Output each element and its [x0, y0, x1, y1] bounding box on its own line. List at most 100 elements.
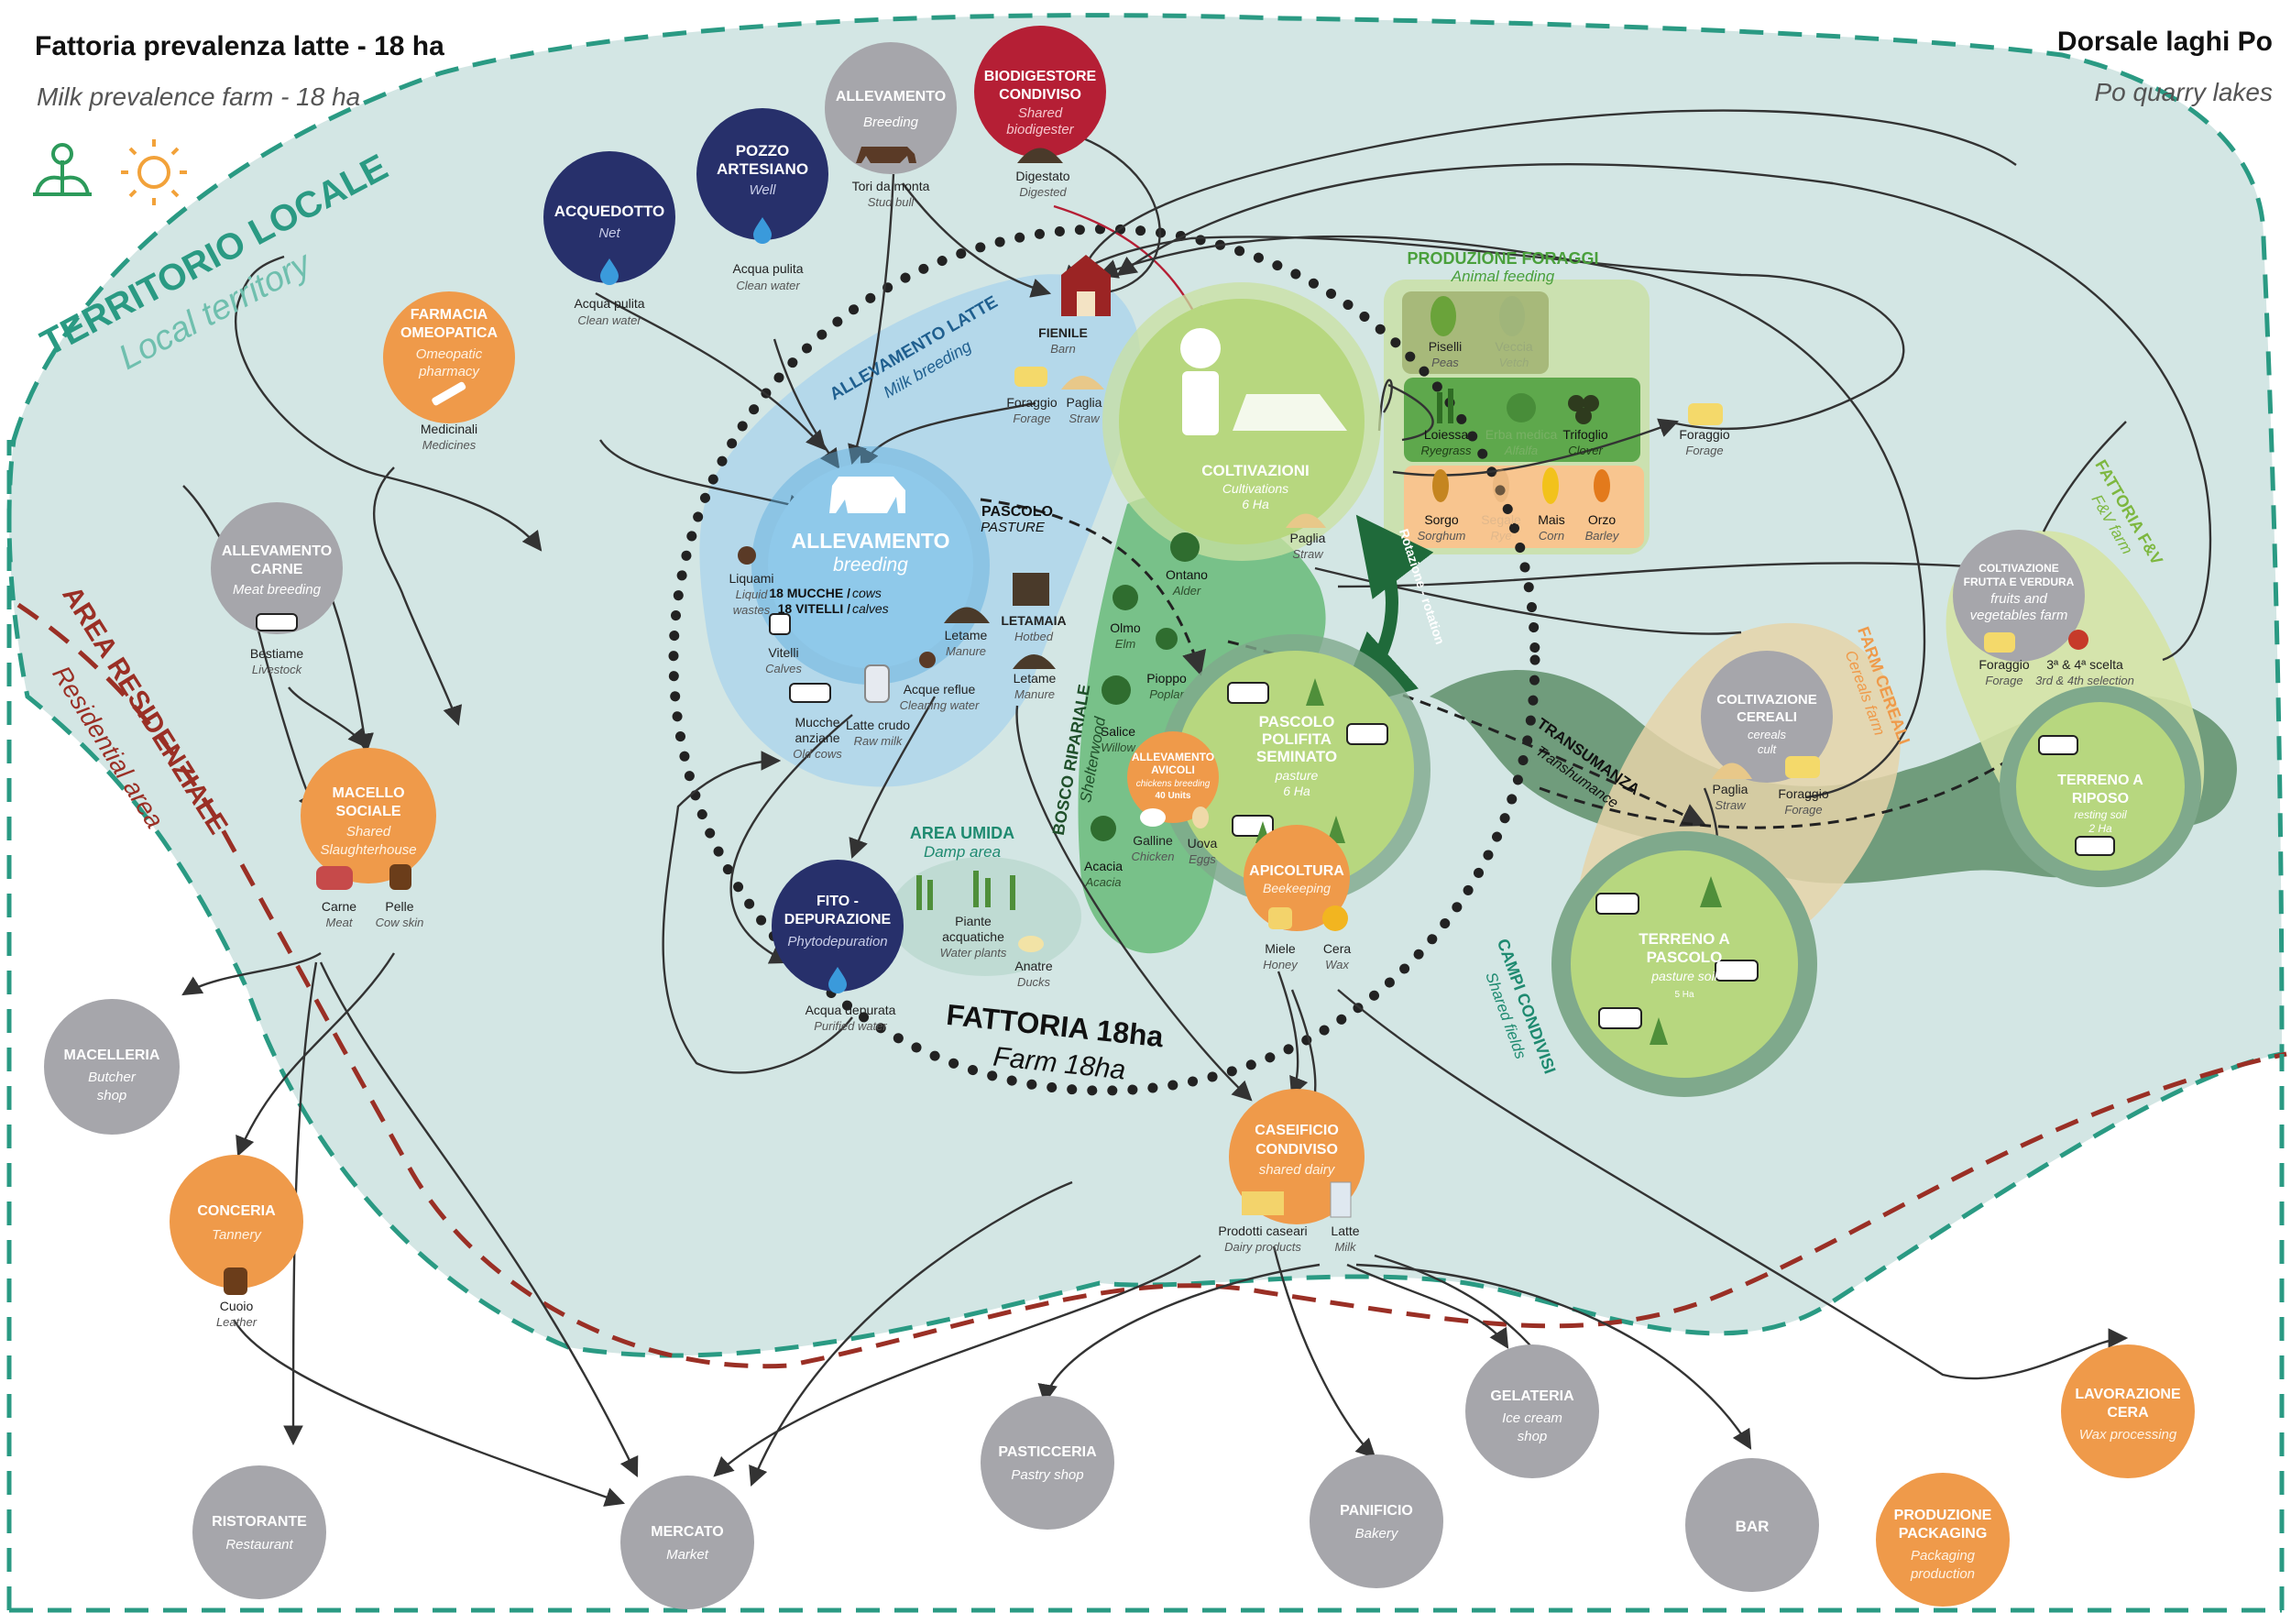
chicken-icon	[1140, 808, 1166, 827]
medicines-label: Medicines	[422, 438, 477, 452]
acqua-pulita-2: Acqua pulita	[732, 261, 803, 276]
uova-label: Uova	[1188, 836, 1218, 850]
coltivazione-cereali-node[interactable]: COLTIVAZIONE CEREALI cereals cult	[1701, 651, 1833, 783]
acqua-pulita-1: Acqua pulita	[574, 296, 644, 311]
water-drop-icon	[753, 217, 772, 244]
ryegrass-icon	[1437, 389, 1453, 423]
mais-label: Mais	[1538, 512, 1565, 527]
fitodepurazione-node[interactable]: FITO - DEPURAZIONE Phytodepuration	[772, 860, 904, 993]
apple-icon	[2068, 630, 2088, 650]
col-fv-sub-2: vegetables farm	[1970, 608, 2068, 623]
old-cow-icon	[789, 683, 831, 703]
alder-label: Alder	[1172, 584, 1201, 598]
clover-label: Clover	[1568, 444, 1603, 457]
caseificio-title-1: CASEIFICIO	[1255, 1123, 1339, 1138]
cow-skin-label: Cow skin	[376, 916, 424, 929]
hotbed-icon	[1013, 573, 1049, 606]
acquatiche-label: acquatiche	[942, 929, 1004, 944]
cow-icons	[2038, 735, 2115, 856]
coltivazioni-node[interactable]: COLTIVAZIONI Cultivations 6 Ha	[1102, 282, 1381, 561]
letame-2: Letame	[1014, 671, 1057, 686]
pascolo-sub-1: pasture	[1275, 768, 1319, 783]
barley-icon	[1594, 469, 1610, 502]
pascolo-arrow-label: PASCOLO	[981, 504, 1053, 520]
biodigestore-node[interactable]: BIODIGESTORE CONDIVISO Shared biodigeste…	[974, 26, 1106, 163]
water-drop-icon	[828, 967, 847, 993]
vitelli-label: Vitelli	[768, 645, 798, 660]
subtitle-left: Milk prevalence farm - 18 ha	[37, 82, 360, 111]
allevamento-avicoli-node[interactable]: ALLEVAMENTO AVICOLI chickens breeding 40…	[1127, 731, 1219, 823]
corn-icon	[1542, 467, 1559, 504]
pozzo-subtitle: Well	[750, 182, 777, 198]
macello-title-2: SOCIALE	[335, 804, 400, 819]
straw-2: Straw	[1292, 547, 1324, 561]
tori-label: Tori da monta	[852, 179, 930, 193]
forage-icon	[1014, 367, 1047, 387]
pascolo-title-3: SEMINATO	[1256, 748, 1337, 765]
coltivazione-fv-node[interactable]: COLTIVAZIONE FRUTTA E VERDURA fruits and…	[1953, 530, 2085, 662]
macello-sociale-node[interactable]: MACELLO SOCIALE Shared Slaughterhouse	[301, 748, 436, 890]
fienile-barn[interactable]	[1061, 255, 1111, 316]
mercato-node[interactable]: MERCATO Market	[620, 1476, 754, 1609]
forage-1: Forage	[1013, 411, 1050, 425]
gelateria-sub-2: shop	[1518, 1429, 1548, 1444]
allev-main-subtitle: breeding	[833, 554, 908, 576]
terreno-pascolo-node[interactable]: TERRENO A PASCOLO pasture soil 5 Ha	[1551, 831, 1817, 1097]
lavorazione-cera-node[interactable]: LAVORAZIONE CERA Wax processing	[2061, 1344, 2195, 1478]
milk-carton-icon	[1330, 1181, 1352, 1218]
title-right: Dorsale laghi Po	[2057, 27, 2273, 57]
forage-icon	[1984, 632, 2015, 653]
allevamento-carne-node[interactable]: ALLEVAMENTO CARNE Meat breeding	[211, 502, 343, 634]
forage-icon	[1688, 403, 1723, 425]
milk-label: Milk	[1334, 1240, 1357, 1254]
panificio-title: PANIFICIO	[1340, 1503, 1413, 1519]
bar-title: BAR	[1736, 1518, 1770, 1535]
avicoli-subtitle: chickens breeding	[1136, 779, 1211, 789]
sun-icon	[121, 139, 187, 205]
straw-icon	[1286, 513, 1326, 528]
cows-count-it: 18 MUCCHE /	[769, 586, 850, 600]
foraggio-4: Foraggio	[1979, 657, 2029, 672]
digestato-label: Digestato	[1015, 169, 1069, 183]
terreno-riposo-node[interactable]: TERRENO A RIPOSO resting soil 2 Ha	[2000, 686, 2201, 887]
gelateria-title: GELATERIA	[1490, 1388, 1574, 1404]
gelateria-node[interactable]: GELATERIA Ice cream shop	[1465, 1344, 1599, 1478]
packaging-sub-1: Packaging	[1911, 1548, 1976, 1564]
meat-icon	[316, 866, 353, 890]
milk-can-icon	[864, 664, 890, 703]
conceria-subtitle: Tannery	[212, 1227, 262, 1243]
liquid-label: Liquid	[736, 587, 768, 601]
terreno-pascolo-title-2: PASCOLO	[1647, 949, 1723, 966]
pascolo-polifita-node[interactable]: PASCOLO POLIFITA SEMINATO pasture 6 Ha	[1159, 634, 1431, 905]
pozzo-artesiano-node[interactable]: POZZO ARTESIANO Well	[696, 108, 828, 244]
straw-icon	[1712, 763, 1752, 779]
macelleria-node[interactable]: MACELLERIA Butcher shop	[44, 999, 180, 1135]
farmacia-sub-1: Omeopatic	[416, 346, 483, 362]
farmacia-node[interactable]: FARMACIA OMEOPATICA Omeopatic pharmacy	[383, 291, 515, 423]
hotbed-label: Hotbed	[1014, 630, 1054, 643]
allevamento-top-node[interactable]: ALLEVAMENTO Breeding	[825, 42, 957, 174]
panificio-node[interactable]: PANIFICIO Bakery	[1310, 1454, 1443, 1588]
cuoio-label: Cuoio	[220, 1299, 254, 1313]
pasture-arrow-label: PASTURE	[981, 520, 1046, 535]
pasticceria-node[interactable]: PASTICCERIA Pastry shop	[981, 1396, 1114, 1530]
allevamento-main-node[interactable]: ALLEVAMENTO breeding 18 MUCCHE / cows 18…	[751, 446, 990, 685]
cheese-icon	[1242, 1191, 1284, 1215]
pasticceria-title: PASTICCERIA	[998, 1444, 1097, 1460]
biodig-sub-1: Shared	[1018, 105, 1063, 121]
cera-lav-title-1: LAVORAZIONE	[2075, 1387, 2181, 1402]
piselli-label: Piselli	[1429, 339, 1463, 354]
bar-node[interactable]: BAR	[1685, 1458, 1819, 1592]
peas-icon	[1431, 296, 1456, 336]
packaging-node[interactable]: PRODUZIONE PACKAGING Packaging productio…	[1876, 1473, 2010, 1607]
calf-icon	[769, 613, 791, 635]
gelateria-sub-1: Ice cream	[1502, 1410, 1562, 1426]
conceria-node[interactable]: CONCERIA Tannery	[170, 1155, 303, 1295]
ristorante-node[interactable]: RISTORANTE Restaurant	[192, 1465, 326, 1599]
farmacia-sub-2: pharmacy	[418, 364, 480, 379]
apicoltura-node[interactable]: APICOLTURA Beekeeping	[1244, 825, 1350, 931]
acquedotto-node[interactable]: ACQUEDOTTO Net	[543, 151, 675, 285]
tree-icons	[1091, 532, 1200, 841]
caseificio-node[interactable]: CASEIFICIO CONDIVISO shared dairy	[1229, 1089, 1365, 1224]
